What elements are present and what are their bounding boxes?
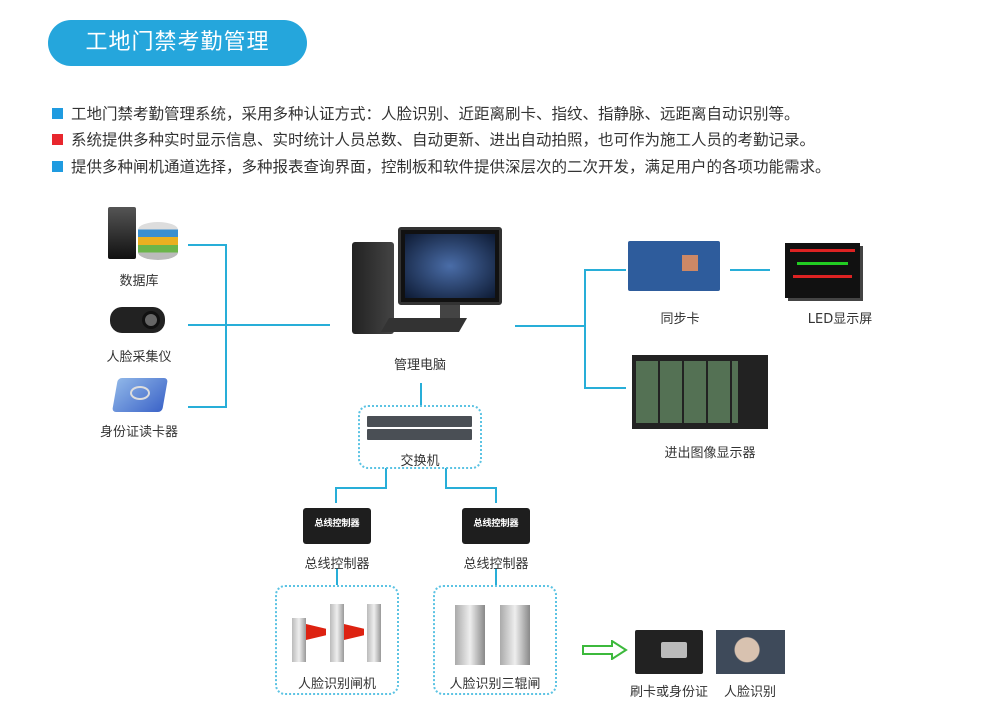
card-label: 刷卡或身份证 <box>629 685 709 700</box>
bullet-text: 提供多种闸机通道选择，多种报表查询界面，控制板和软件提供深层次的二次开发，满足用… <box>71 158 831 176</box>
pc-tower-icon <box>352 242 394 334</box>
face-gate-label: 人脸识别闸机 <box>297 677 377 692</box>
bus-controller-icon: 总线控制器 <box>462 508 530 544</box>
controller-label: 总线控制器 <box>463 557 529 572</box>
face-recognition-photo <box>716 630 785 674</box>
bullet-item: 系统提供多种实时显示信息、实时统计人员总数、自动更新、进出自动拍照，也可作为施工… <box>52 128 815 150</box>
id-reader-label: 身份证读卡器 <box>99 425 179 440</box>
switch-icon <box>367 416 472 427</box>
bus-controller-icon: 总线控制器 <box>303 508 371 544</box>
card-swipe-icon <box>635 630 703 674</box>
switch-group <box>358 405 482 469</box>
bullet-square-icon <box>52 107 63 119</box>
led-label: LED显示屏 <box>807 312 873 327</box>
monitor-label: 进出图像显示器 <box>664 446 756 461</box>
bullet-text: 系统提供多种实时显示信息、实时统计人员总数、自动更新、进出自动拍照，也可作为施工… <box>71 131 816 149</box>
bullet-item: 工地门禁考勤管理系统，采用多种认证方式：人脸识别、近距离刷卡、指纹、指静脉、远距… <box>52 102 800 124</box>
bullet-square-icon <box>52 133 63 145</box>
bullet-text: 工地门禁考勤管理系统，采用多种认证方式：人脸识别、近距离刷卡、指纹、指静脉、远距… <box>71 105 800 123</box>
tripod-gate-label: 人脸识别三辊闸 <box>449 677 541 692</box>
database-label: 数据库 <box>119 274 159 289</box>
tripod-turnstile-icon <box>455 605 485 665</box>
led-display-icon <box>785 243 860 298</box>
flap-gate-icon <box>292 618 306 662</box>
tripod-gate-group <box>433 585 557 695</box>
flap-gate-icon <box>367 604 381 662</box>
bullet-item: 提供多种闸机通道选择，多种报表查询界面，控制板和软件提供深层次的二次开发，满足用… <box>52 155 831 177</box>
controller-label: 总线控制器 <box>304 557 370 572</box>
face-capture-label: 人脸采集仪 <box>106 350 172 365</box>
database-icon <box>138 222 178 260</box>
pc-label: 管理电脑 <box>393 358 447 373</box>
face-gate-group <box>275 585 399 695</box>
keyboard-icon <box>380 318 468 332</box>
server-icon <box>108 207 136 259</box>
flap-gate-icon <box>330 604 344 662</box>
image-monitor-icon <box>632 355 768 429</box>
face-label: 人脸识别 <box>723 685 777 700</box>
sync-card-label: 同步卡 <box>660 312 700 327</box>
switch-label: 交换机 <box>400 454 440 469</box>
tripod-turnstile-icon <box>500 605 530 665</box>
bullet-square-icon <box>52 160 63 172</box>
page-title: 工地门禁考勤管理 <box>48 20 307 66</box>
arrow-right-icon <box>582 640 628 660</box>
pc-monitor-icon <box>398 227 502 305</box>
sync-card-icon <box>628 241 720 291</box>
